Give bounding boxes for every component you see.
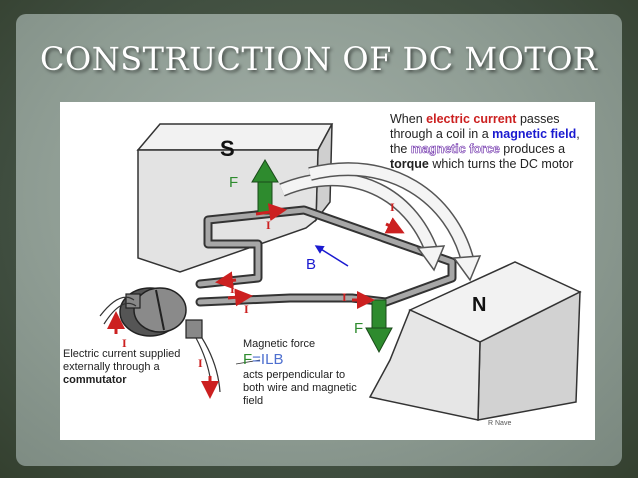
caption-commutator: Electric current supplied externally thr… xyxy=(63,348,181,386)
north-magnet xyxy=(368,261,582,421)
current-label: I xyxy=(198,356,203,370)
watermark: R Nave xyxy=(488,420,512,427)
current-label: I xyxy=(244,302,249,316)
force-label-bottom: F xyxy=(354,320,364,337)
wire-coil xyxy=(195,205,457,307)
leader-line xyxy=(235,359,261,365)
current-label: I xyxy=(390,200,395,214)
field-arrow xyxy=(314,245,349,267)
rotation-arrows xyxy=(279,162,482,282)
current-label: I xyxy=(342,290,347,304)
force-label-top: F xyxy=(229,174,239,191)
field-label: B xyxy=(306,256,317,273)
current-label: I xyxy=(266,218,271,232)
caption-explanation: When electric current passes through a c… xyxy=(390,112,580,171)
south-pole-label: S xyxy=(220,136,235,161)
current-arrows xyxy=(107,203,405,399)
force-arrow-up xyxy=(251,159,279,215)
current-label: I xyxy=(122,336,127,350)
south-magnet xyxy=(136,123,334,273)
north-pole-label: N xyxy=(472,294,487,316)
diagram-drawing xyxy=(99,123,582,421)
commutator xyxy=(99,287,221,393)
force-formula: F=ILB xyxy=(243,351,284,368)
dc-motor-diagram: S N F F B I I I I I I I When electric cu… xyxy=(60,102,595,440)
slide-title: CONSTRUCTION OF DC MOTOR xyxy=(40,40,598,78)
force-arrow-down xyxy=(365,299,393,354)
current-label: I xyxy=(230,282,235,296)
caption-magnetic-force: Magnetic force F=ILB acts perpendicular … xyxy=(243,338,363,408)
